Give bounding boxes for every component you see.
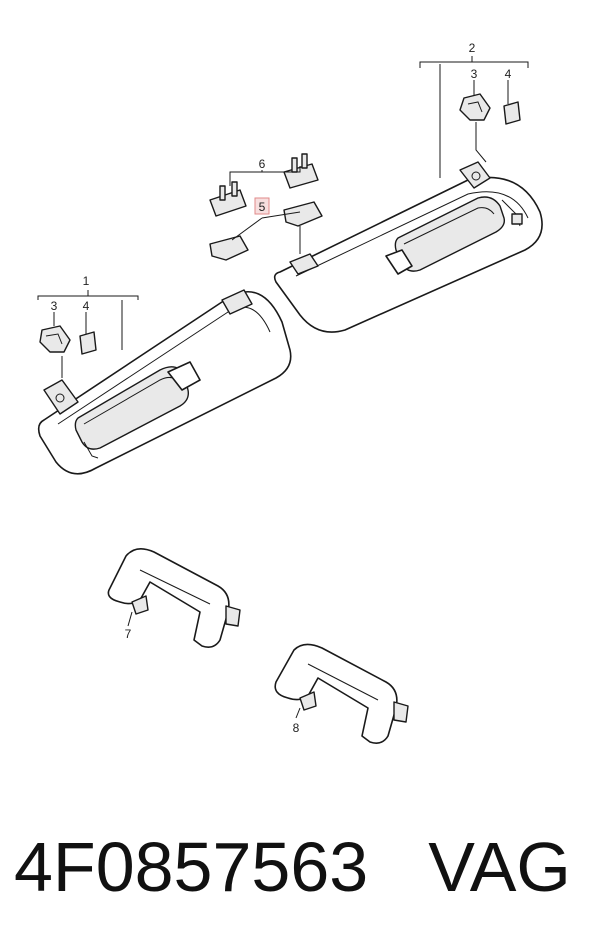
callout-4-right: 4 — [505, 67, 512, 81]
bracket-group-1 — [37, 290, 139, 378]
right-sun-visor — [273, 161, 543, 333]
grab-handle-8 — [274, 643, 409, 744]
callout-3-left: 3 — [51, 299, 58, 313]
part-caption: 4F0857563 VAG — [14, 822, 594, 912]
bracket-group-2 — [419, 56, 529, 178]
holder-part-6 — [209, 153, 319, 217]
brand-label: VAG — [428, 828, 571, 906]
callout-4-left: 4 — [83, 299, 90, 313]
callout-7: 7 — [125, 627, 132, 641]
cover-part-4-left — [79, 312, 97, 355]
callout-5: 5 — [259, 200, 266, 214]
part-number: 4F0857563 — [14, 828, 369, 906]
clip-cover-part-5 — [209, 201, 323, 261]
callout-1: 1 — [83, 274, 90, 288]
left-sun-visor — [37, 289, 292, 475]
clip-part-3-left — [39, 312, 71, 353]
callout-5-highlight — [254, 197, 270, 215]
callout-3-right: 3 — [471, 67, 478, 81]
clip-part-3-right — [459, 80, 491, 121]
callout-8: 8 — [293, 721, 300, 735]
cover-part-4-right — [503, 80, 521, 125]
grab-handle-7 — [107, 548, 241, 648]
callout-6: 6 — [259, 157, 266, 171]
callout-2: 2 — [469, 41, 476, 55]
